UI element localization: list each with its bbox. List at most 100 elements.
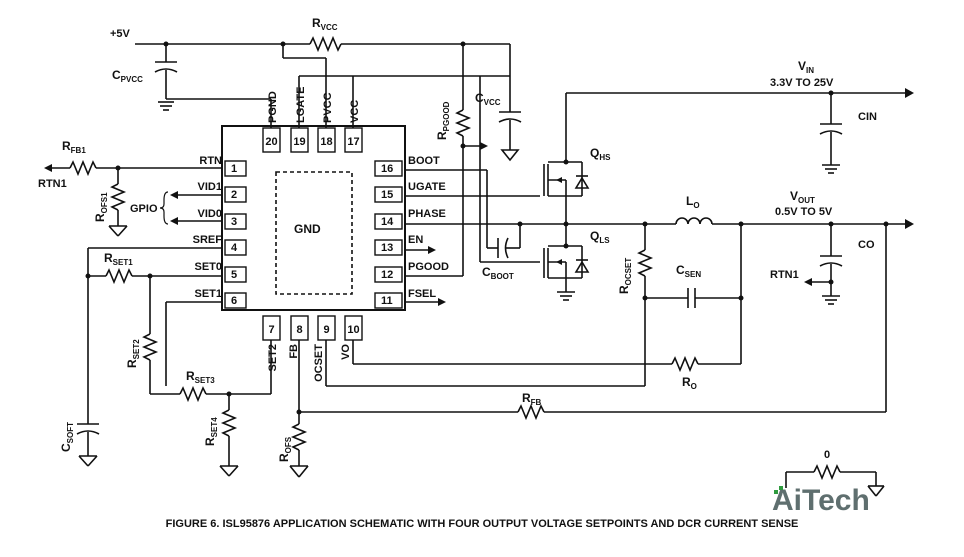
qls-label: QLS [590,229,610,245]
pin-4-name: SREF [193,234,223,246]
pin-6-name: SET1 [194,288,222,300]
pin-11-num: 11 [381,295,393,307]
rofs-label: ROFS [277,436,293,462]
pin-8-num: 8 [296,324,302,336]
rofs1-resistor: ROFS1 [93,168,128,237]
cvcc-label: CVCC [475,91,501,107]
right-pins: 16 15 14 13 12 11 BOOT UGATE PHASE EN PG… [374,155,449,309]
co-label: CO [858,239,875,251]
gpio-label: GPIO [130,203,158,215]
pin-1-num: 1 [231,163,237,175]
cboot-label: CBOOT [482,265,514,281]
ic-thermal-pad [275,171,353,295]
rset2-resistor: RSET2 [125,276,159,394]
pin-10-num: 10 [347,324,359,336]
pin-17-name: VCC [349,100,361,123]
vin-range-label: 3.3V TO 25V [770,77,834,89]
lo-inductor: LO [675,194,713,226]
pin-3-num: 3 [231,216,237,228]
pin-2-num: 2 [231,189,237,201]
rset4-resistor: RSET4 [203,394,239,477]
co-capacitor: CO RTN1 [770,224,875,305]
pin-18-name: PVCC [322,92,334,123]
vout-label: VOUT [790,189,815,205]
pin-6-num: 6 [231,295,237,307]
pin-20-num: 20 [265,136,277,148]
pin-16-num: 16 [381,163,393,175]
rocset-resistor: ROCSET [617,224,654,386]
pin-11-name: FSEL [408,288,436,300]
rset3-resistor: RSET3 [150,340,272,403]
zero-ohm-link: 0 [785,449,885,497]
rvcc-resistor [309,35,342,53]
vin-label: VIN [798,59,814,75]
pin-9-num: 9 [323,324,329,336]
rset2-label: RSET2 [125,339,141,368]
vout-range-label: 0.5V TO 5V [775,206,833,218]
rpgood-resistor: RPGOOD [405,44,488,277]
pin-18-num: 18 [320,136,332,148]
rpgood-label: RPGOOD [435,101,451,140]
rset3-label: RSET3 [186,369,215,385]
pin-14-name: PHASE [408,208,446,220]
watermark-text: AiTech [772,484,870,517]
plus5v-label: +5V [110,28,131,40]
pin-8-name: FB [288,344,300,359]
rfb-label: RFB [522,391,542,407]
pin-10-name: VO [340,344,352,360]
bottom-pins: 7 8 9 10 SET2 FB OCSET VO [262,315,363,382]
left-pins: 1 2 3 4 5 6 RTN VID1 VID0 SREF SET0 SET1 [193,155,247,309]
ic-center-label: GND [294,222,321,236]
pin-16-name: BOOT [408,155,440,167]
pin-13-name: EN [408,234,423,246]
ro-label: RO [682,375,697,391]
pin-3-name: VID0 [198,208,222,220]
pin-14-num: 14 [381,216,394,228]
rvcc-label: RVCC [312,16,338,32]
pin-7-name: SET2 [267,344,279,372]
qhs-mosfet: QHS [543,93,611,224]
qhs-label: QHS [590,146,611,162]
pin-13-num: 13 [381,242,393,254]
pin-4-num: 4 [231,242,238,254]
rset4-label: RSET4 [203,417,219,446]
rfb-resistor: RFB [296,221,889,421]
pin-15-num: 15 [381,189,393,201]
pin-20-name: PGND [267,91,279,123]
rtn1-left-label: RTN1 [38,178,67,190]
pin-15-name: UGATE [408,181,446,193]
rset1-resistor: RSET1 [85,251,222,285]
rofs-resistor: ROFS [277,412,309,478]
plus5v-rail: +5V RVCC [110,16,510,53]
rtn1-right-label: RTN1 [770,269,799,281]
gpio-bus: GPIO [130,191,222,225]
rofs1-label: ROFS1 [93,192,109,222]
pin-17-num: 17 [347,136,359,148]
csen-capacitor: CSEN [645,224,744,364]
rfb1-label: RFB1 [62,139,86,155]
cpvcc-label: CPVCC [112,68,143,84]
aitech-logo: AiTech [772,484,870,517]
pin-5-name: SET0 [194,261,222,273]
lo-label: LO [686,194,700,210]
pin-12-name: PGOOD [408,261,449,273]
csen-label: CSEN [676,263,701,279]
cpvcc-capacitor: CPVCC [112,44,272,128]
qls-mosfet: QLS [543,224,610,301]
ro-resistor: RO [352,340,741,391]
cin-label: CIN [858,111,877,123]
rset1-label: RSET1 [104,251,133,267]
pin-12-num: 12 [381,269,393,281]
pin-7-num: 7 [268,324,274,336]
rfb1-resistor: RFB1 RTN1 [38,139,222,190]
pin-5-num: 5 [231,269,237,281]
cboot-capacitor: CBOOT [405,169,521,281]
rocset-label: ROCSET [617,258,633,294]
pin-2-name: VID1 [198,181,222,193]
csoft-label: CSOFT [59,422,75,452]
pin-19-name: LGATE [295,87,307,123]
vin-rail: VIN 3.3V TO 25V [566,59,914,98]
cin-capacitor: CIN [819,93,877,174]
zero-ohm-label: 0 [824,449,830,461]
